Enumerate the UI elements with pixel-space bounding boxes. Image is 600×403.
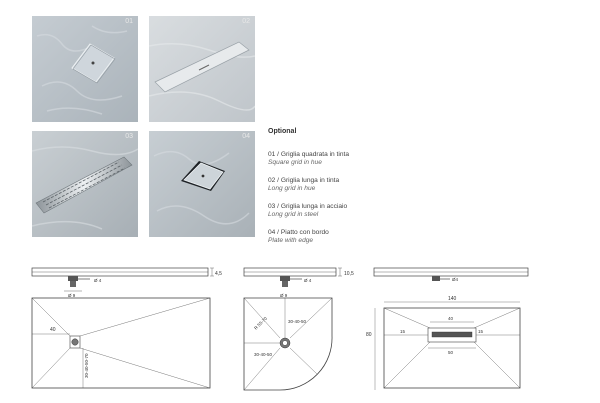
optional-title: Optional — [268, 128, 297, 135]
photo-number: 02 — [242, 18, 250, 25]
long-plan-width-label: 140 — [448, 296, 457, 302]
long-plan-grid-top-label: 40 — [448, 316, 454, 321]
photo-square-grid-in-hue: 01 — [32, 16, 138, 122]
rect-tray-side-drawing: 4,5 Ø 4 Ø 9 — [31, 267, 222, 298]
rect-side-drain-label: Ø 9 — [68, 293, 76, 298]
corner-side-pipe-label: Ø 4 — [304, 278, 312, 283]
long-side-pipe-label: Ø4 — [452, 277, 459, 282]
corner-plan-radius-label: R 55-70 — [253, 315, 268, 330]
photo-number: 04 — [242, 133, 250, 140]
optional-item: 04 / Piatto con bordo Plate with edge — [268, 228, 428, 245]
optional-item-english: Square grid in hue — [268, 159, 322, 166]
long-plan-height-label: 80 — [366, 332, 372, 338]
long-tray-plan-drawing: 140 80 40 15 15 50 — [366, 296, 521, 390]
rect-tray-plan-drawing: 40 30-40-50-70 — [31, 297, 211, 389]
long-plan-left-label: 15 — [400, 329, 406, 334]
photo-image — [149, 16, 255, 122]
long-plan-right-label: 15 — [478, 329, 484, 334]
corner-plan-horizontal-label: 30-40-50 — [254, 352, 273, 357]
optional-item-italian: 03 / Griglia lunga in acciaio — [268, 203, 348, 210]
optional-item-italian: 01 / Griglia quadrata in tinta — [268, 151, 350, 158]
corner-side-height-label: 10,5 — [344, 271, 354, 277]
optional-item-italian: 04 / Piatto con bordo — [268, 229, 329, 236]
rect-side-pipe-label: Ø 4 — [94, 278, 102, 283]
photo-image — [149, 131, 255, 237]
long-tray-side-drawing: Ø4 — [373, 267, 529, 282]
photo-image — [32, 131, 138, 237]
optional-item: 02 / Griglia lunga in tinta Long grid in… — [268, 176, 428, 193]
photo-long-grid-in-hue: 02 — [149, 16, 255, 122]
optional-item-english: Long grid in steel — [268, 211, 319, 218]
corner-side-drain-label: Ø 9 — [280, 293, 288, 298]
optional-item-italian: 02 / Griglia lunga in tinta — [268, 177, 340, 184]
optional-item: 03 / Griglia lunga in acciaio Long grid … — [268, 202, 428, 219]
photo-number: 01 — [125, 18, 133, 25]
corner-plan-vertical-label: 30-40-50 — [288, 319, 307, 324]
photo-long-grid-in-steel: 03 — [32, 131, 138, 237]
optional-item-english: Plate with edge — [268, 237, 314, 244]
long-plan-grid-bottom-label: 50 — [448, 350, 454, 355]
optional-item: 01 / Griglia quadrata in tinta Square gr… — [268, 150, 428, 167]
rect-plan-dims-label: 30-40-50-70 — [84, 353, 89, 378]
rect-plan-offset-label: 40 — [50, 327, 56, 333]
photo-plate-with-edge: 04 — [149, 131, 255, 237]
optional-item-english: Long grid in hue — [268, 185, 316, 192]
corner-tray-side-drawing: 10,5 Ø 4 Ø 9 — [243, 267, 354, 298]
photo-image — [32, 16, 138, 122]
corner-tray-plan-drawing: R 55-70 30-40-50 30-40-50 — [243, 297, 333, 391]
optional-list: Optional 01 / Griglia quadrata in tinta … — [268, 128, 428, 254]
rect-side-height-label: 4,5 — [215, 271, 222, 277]
photo-number: 03 — [125, 133, 133, 140]
